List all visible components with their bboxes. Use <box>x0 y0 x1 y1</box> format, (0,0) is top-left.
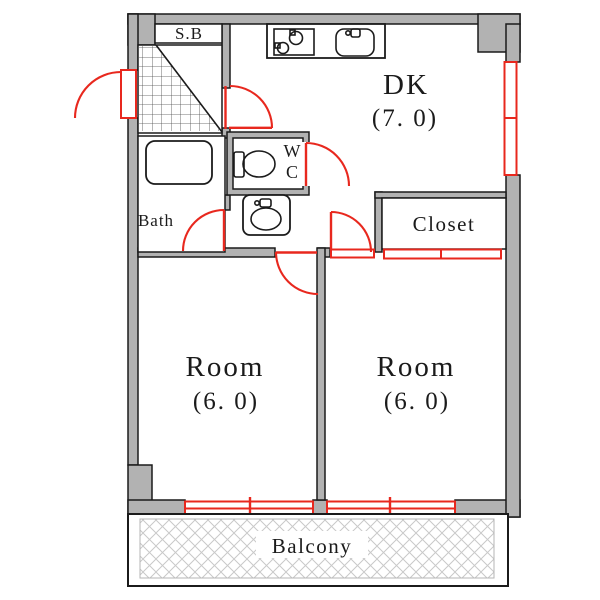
dk-window-icon <box>503 61 518 176</box>
balcony-label-bg <box>256 531 368 558</box>
closet-sliding-door-icon <box>383 248 502 260</box>
toilet-icon <box>233 150 276 178</box>
wall-left-main <box>127 117 139 466</box>
wc-label-bottom: C <box>286 162 298 182</box>
room-left-size-label: (6. 0) <box>193 388 259 415</box>
room-right-size-label: (6. 0) <box>384 388 450 415</box>
bath-swing-door-icon <box>181 208 226 252</box>
stove-burner-icon <box>288 30 304 46</box>
dk-size-label: (7. 0) <box>372 105 438 132</box>
room-left-label: Room <box>186 351 265 383</box>
balcony-label: Balcony <box>272 534 352 558</box>
room-right-swing-door-icon <box>329 210 375 259</box>
wall-closet-left <box>374 191 383 253</box>
wc-swing-door-icon <box>304 141 351 187</box>
wall-left-upper <box>127 13 139 71</box>
dk-swing-door-icon <box>224 84 274 130</box>
shoe-box-label: S.B <box>175 24 203 43</box>
fixtures <box>145 23 386 236</box>
genkan-grid-hatch-icon <box>139 46 221 131</box>
washbasin-icon <box>242 194 291 236</box>
closet-label: Closet <box>413 212 476 236</box>
genkan-diagonal-line <box>155 44 223 133</box>
closet-room <box>381 197 507 250</box>
room-right-label: Room <box>377 351 456 383</box>
labels: S.B DK (7. 0) W C Bath Closet Room (6. 0… <box>138 24 476 558</box>
dk-label: DK <box>383 69 429 101</box>
wall-right-main <box>505 174 521 518</box>
doors-and-windows <box>73 61 518 518</box>
kitchen-counter-icon <box>266 23 386 59</box>
room-left-swing-door-icon <box>274 251 319 296</box>
wall-top <box>127 13 521 25</box>
wall-right-upper <box>505 23 521 63</box>
entrance-swing-door-icon <box>73 69 137 119</box>
shoe-box-room <box>154 23 223 44</box>
wall-rooms-divider <box>316 247 326 501</box>
wall-genkan-dk <box>221 23 231 89</box>
wc-label-top: W <box>284 141 301 161</box>
wall-closet-top <box>374 191 507 199</box>
bath-label: Bath <box>138 211 174 230</box>
balcony <box>127 513 509 587</box>
bathtub-icon <box>145 140 213 185</box>
